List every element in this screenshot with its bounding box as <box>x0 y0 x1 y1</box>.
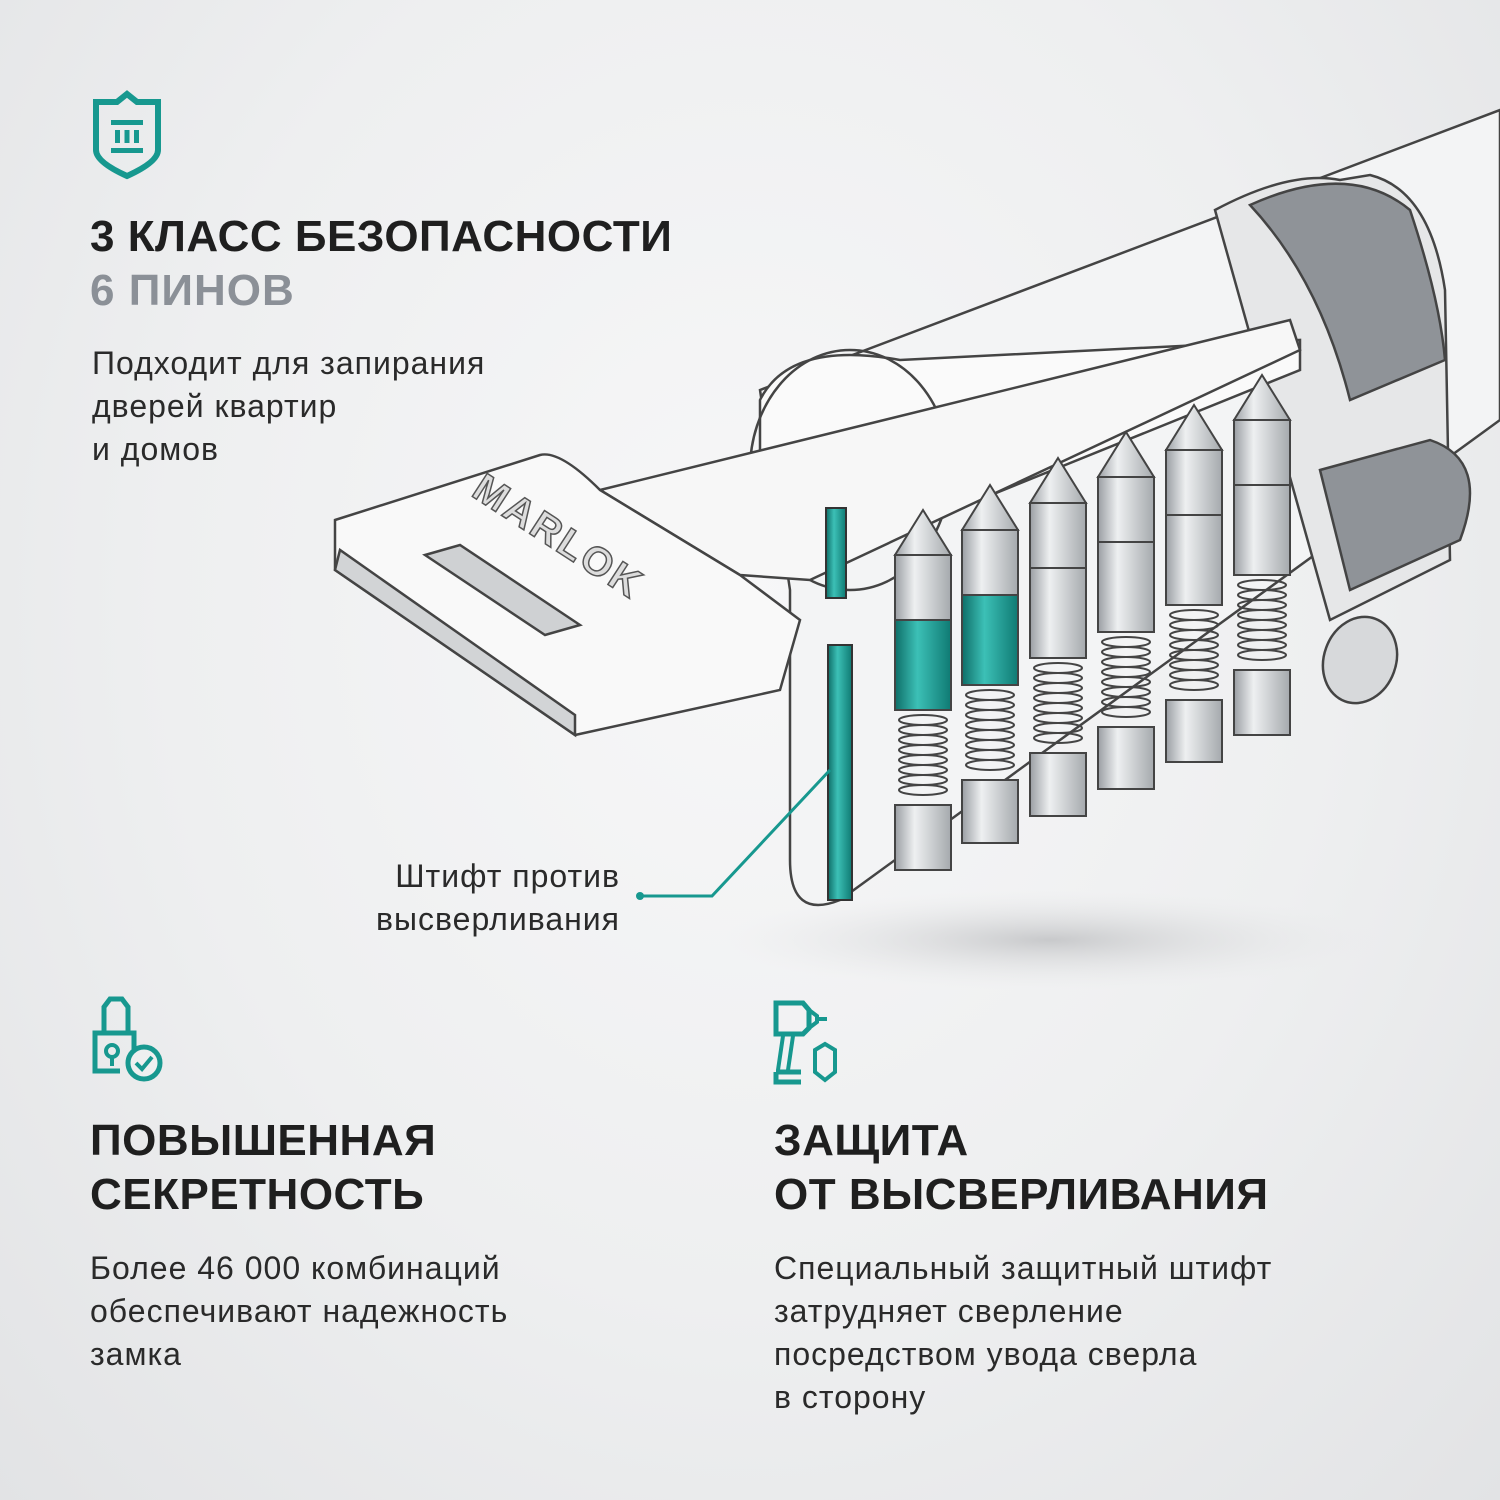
spring-coil <box>1237 609 1287 621</box>
spring-coil <box>1237 629 1287 641</box>
padlock-check-icon <box>92 993 164 1083</box>
feature-drill-protection-text: Специальный защитный штифт затрудняет св… <box>774 1247 1272 1419</box>
text-line: в сторону <box>774 1379 927 1415</box>
driver-pin <box>1165 514 1223 606</box>
title-line: ЗАЩИТА <box>774 1116 969 1165</box>
spring-coil <box>898 784 948 796</box>
title-line: СЕКРЕТНОСТЬ <box>90 1170 425 1219</box>
pin-base <box>1097 726 1155 790</box>
security-class-title: 3 КЛАСС БЕЗОПАСНОСТИ <box>90 212 673 261</box>
title-line: ОТ ВЫСВЕРЛИВАНИЯ <box>774 1170 1269 1219</box>
text-line: Специальный защитный штифт <box>774 1250 1273 1286</box>
pin-base <box>894 804 952 871</box>
pins-count-subtitle: 6 ПИНОВ <box>90 266 295 315</box>
text-line: Более 46 000 комбинаций <box>90 1250 501 1286</box>
pin-base <box>1029 752 1087 817</box>
anti-drill-pin-callout: Штифт против высверливания <box>376 855 620 941</box>
spring-coil <box>1033 732 1083 744</box>
spring-coil <box>1169 659 1219 671</box>
drill-shield-icon <box>773 1000 858 1085</box>
text-line: обеспечивают надежность <box>90 1293 509 1329</box>
top-description: Подходит для запирания дверей квартир и … <box>92 342 485 471</box>
feature-drill-protection-title: ЗАЩИТА ОТ ВЫСВЕРЛИВАНИЯ <box>774 1114 1269 1222</box>
driver-pin <box>961 594 1019 686</box>
text-line: Штифт против <box>395 858 620 894</box>
pin-base <box>1233 669 1291 736</box>
title-line: ПОВЫШЕННАЯ <box>90 1116 437 1165</box>
spring-coil <box>1237 649 1287 661</box>
driver-pin <box>1029 567 1087 659</box>
text-line: замка <box>90 1336 182 1372</box>
driver-pin <box>894 619 952 711</box>
spring-coil <box>1237 619 1287 631</box>
text-line: затрудняет сверление <box>774 1293 1124 1329</box>
feature-secrecy-title: ПОВЫШЕННАЯ СЕКРЕТНОСТЬ <box>90 1114 436 1222</box>
text-line: дверей квартир <box>92 388 338 424</box>
shield-bank-icon <box>92 90 162 180</box>
spring-coil <box>1169 669 1219 681</box>
pin-base <box>961 779 1019 844</box>
text-line: и домов <box>92 431 220 467</box>
spring-coil <box>1169 679 1219 691</box>
feature-secrecy-text: Более 46 000 комбинаций обеспечивают над… <box>90 1247 508 1376</box>
text-line: высверливания <box>376 901 620 937</box>
spring-coil <box>1237 639 1287 651</box>
text-line: посредством увода сверла <box>774 1336 1198 1372</box>
spring-coil <box>965 759 1015 771</box>
driver-pin <box>1233 484 1291 576</box>
pin-base <box>1165 699 1223 763</box>
spring-coil <box>1101 706 1151 718</box>
driver-pin <box>1097 541 1155 633</box>
text-line: Подходит для запирания <box>92 345 486 381</box>
